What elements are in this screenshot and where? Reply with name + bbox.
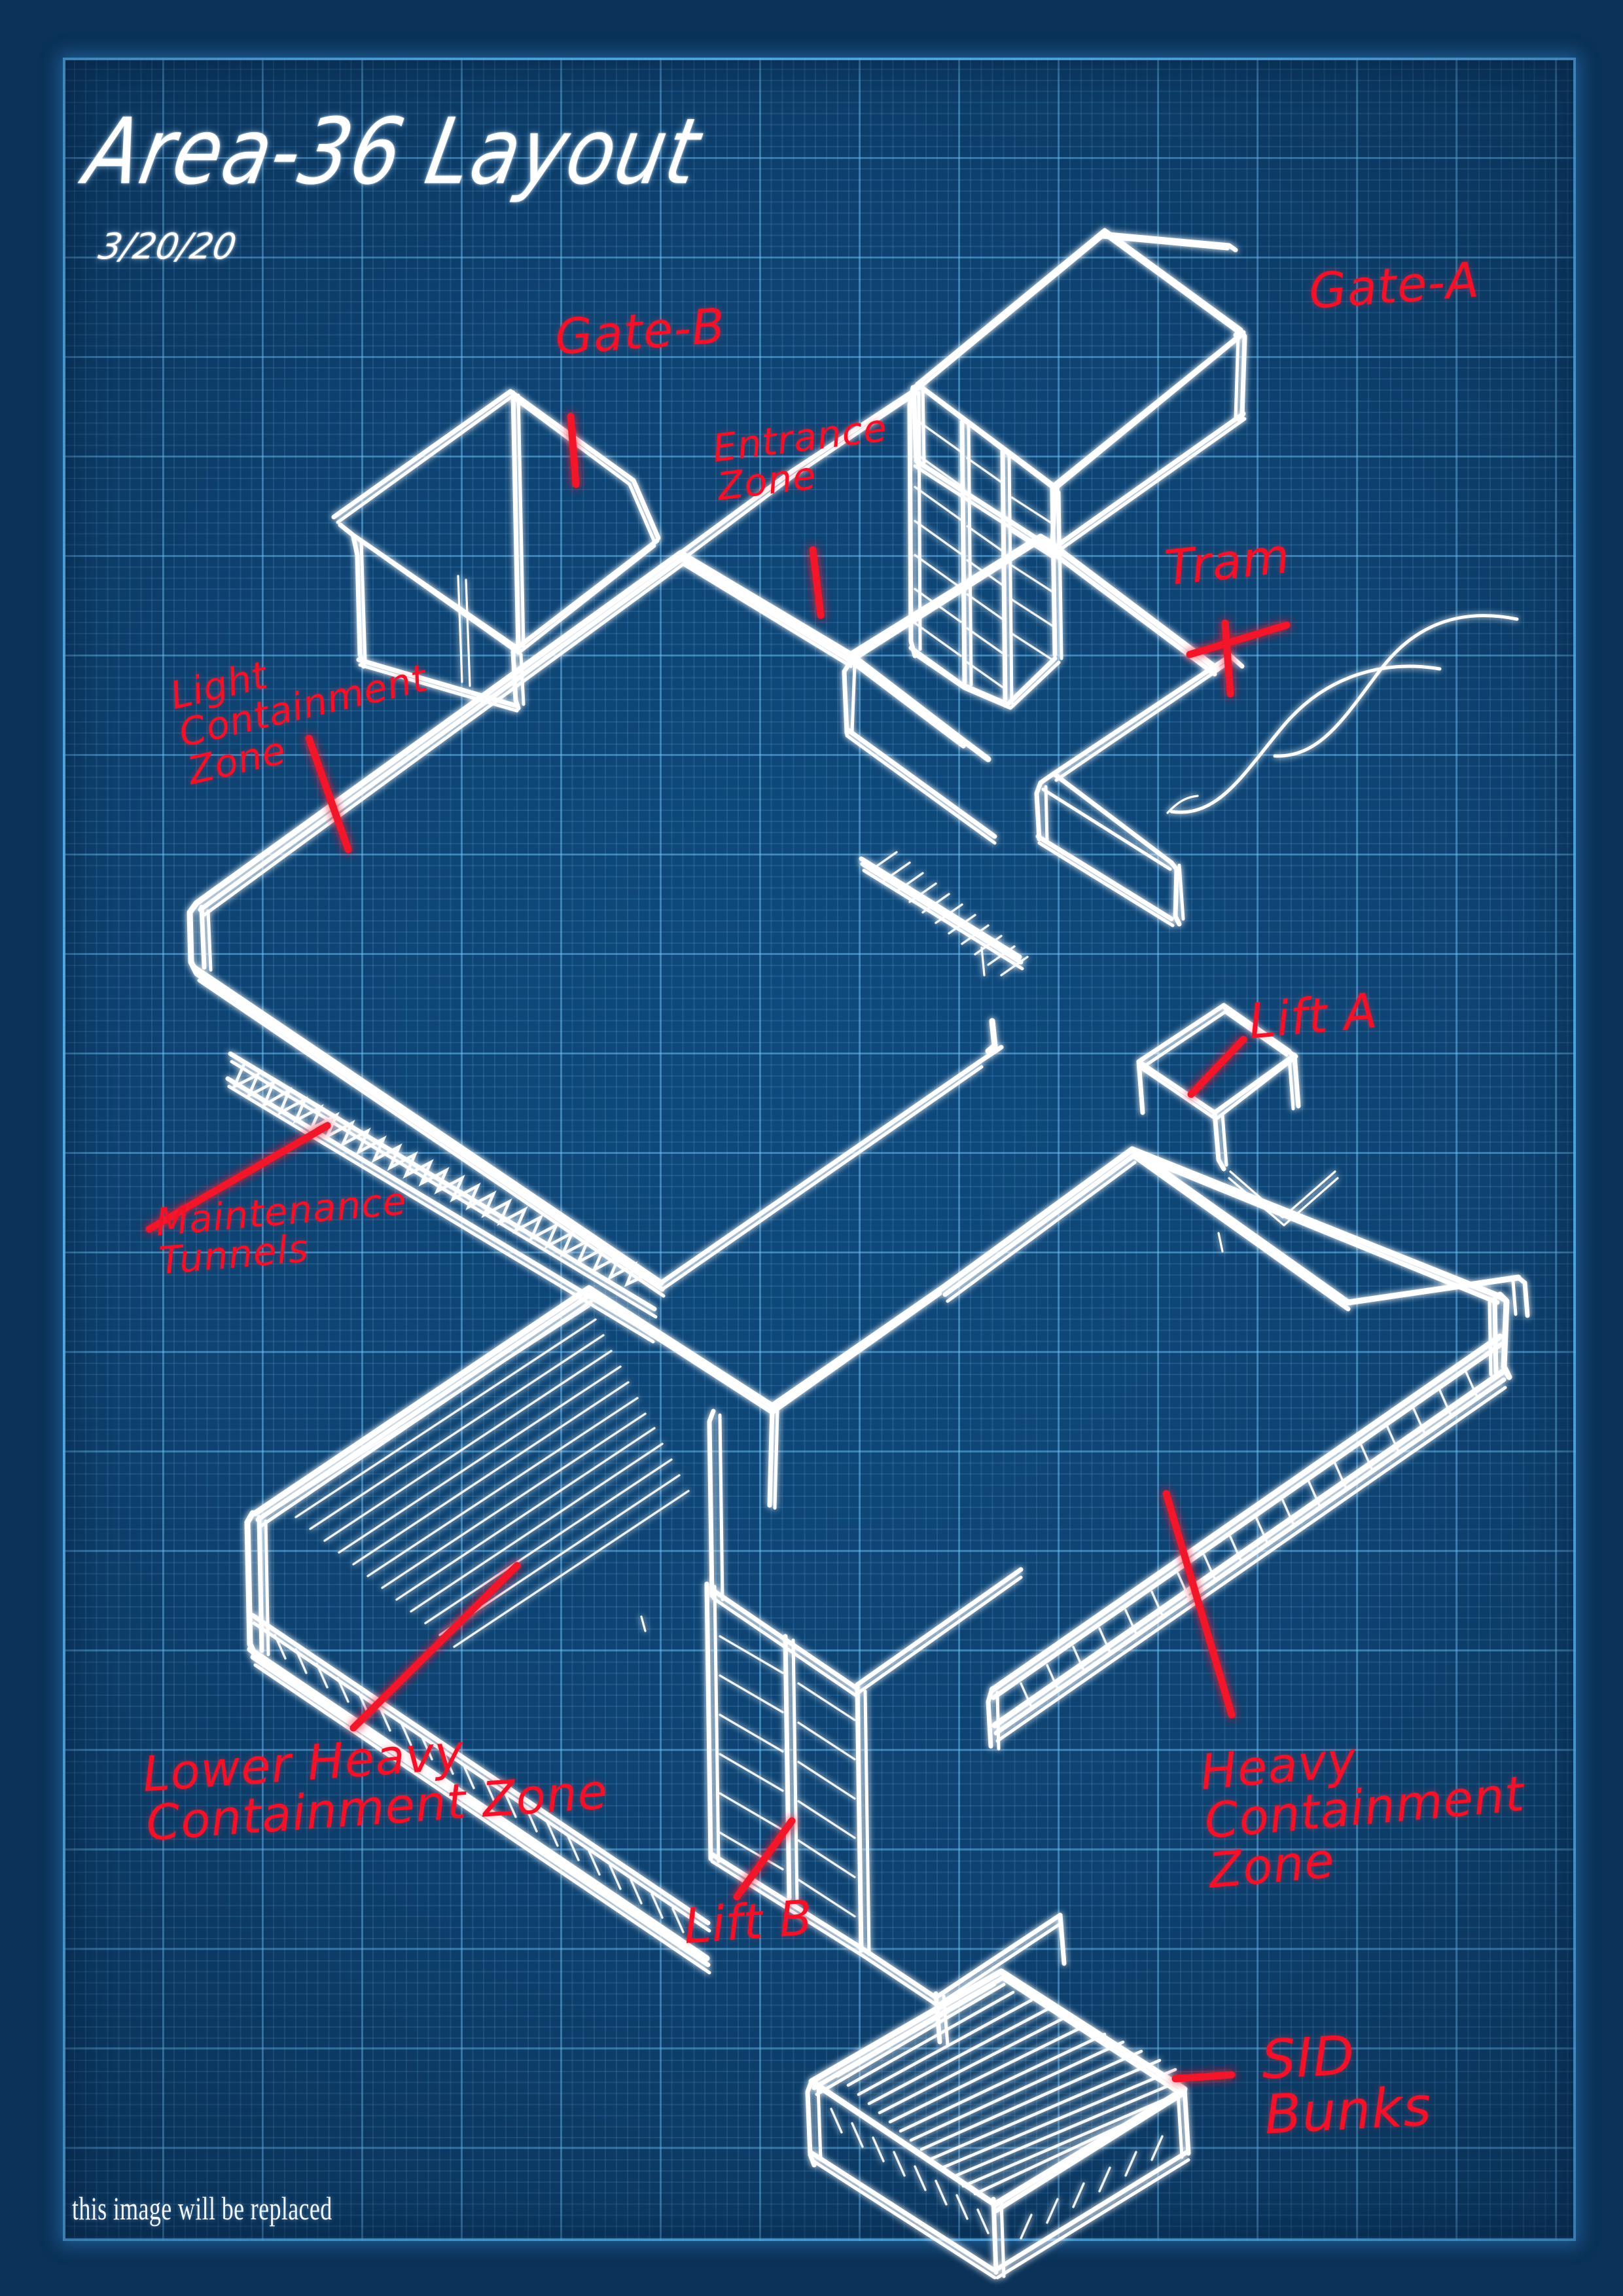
light-containment-slab [187, 385, 1221, 1298]
footer-note: this image will be replaced [72, 2190, 332, 2227]
leader-light-zone [305, 734, 352, 853]
leader-lower-heavy [349, 1562, 521, 1732]
leader-gate-b [567, 412, 580, 488]
leader-gate-a [1186, 621, 1291, 658]
annotation-leader-lines [145, 412, 1291, 2083]
sid-bunks-block [805, 1968, 1191, 2280]
label-gate-b: Gate-B [553, 298, 728, 366]
stray-construction-lines [640, 946, 1224, 1632]
label-heavy-containment-zone: Heavy Containment Zone [1198, 1731, 1527, 1899]
leader-sid-bunks [1171, 2071, 1236, 2083]
tram-rails [1166, 614, 1519, 814]
leader-tram [1221, 619, 1234, 698]
leader-lift-a [1187, 1035, 1247, 1098]
label-lift-a: Lift A [1246, 982, 1380, 1050]
label-sid-bunks: SID Bunks [1260, 2024, 1433, 2147]
label-gate-a: Gate-A [1307, 252, 1482, 320]
label-lift-b: Lift B [682, 1890, 815, 1955]
gate-b-canopy [331, 389, 661, 713]
gate-a-tower [907, 228, 1247, 710]
leader-entrance-zone [809, 546, 825, 619]
page-title: Area-36 Layout [77, 98, 709, 205]
lift-b-shaft [704, 1581, 1067, 2047]
leader-lift-b [733, 1817, 796, 1901]
leader-heavy-zone [1162, 1490, 1236, 1719]
entrance-zone-wing [859, 653, 1245, 977]
lift-a-shaft [1136, 1003, 1339, 1227]
sheet-date: 3/20/20 [95, 226, 240, 267]
heavy-containment-slab [939, 1146, 1530, 1751]
label-tram: Tram [1162, 528, 1293, 597]
lower-heavy-containment-block [244, 1285, 1024, 1975]
leader-maint-tunnels [145, 1122, 331, 1233]
